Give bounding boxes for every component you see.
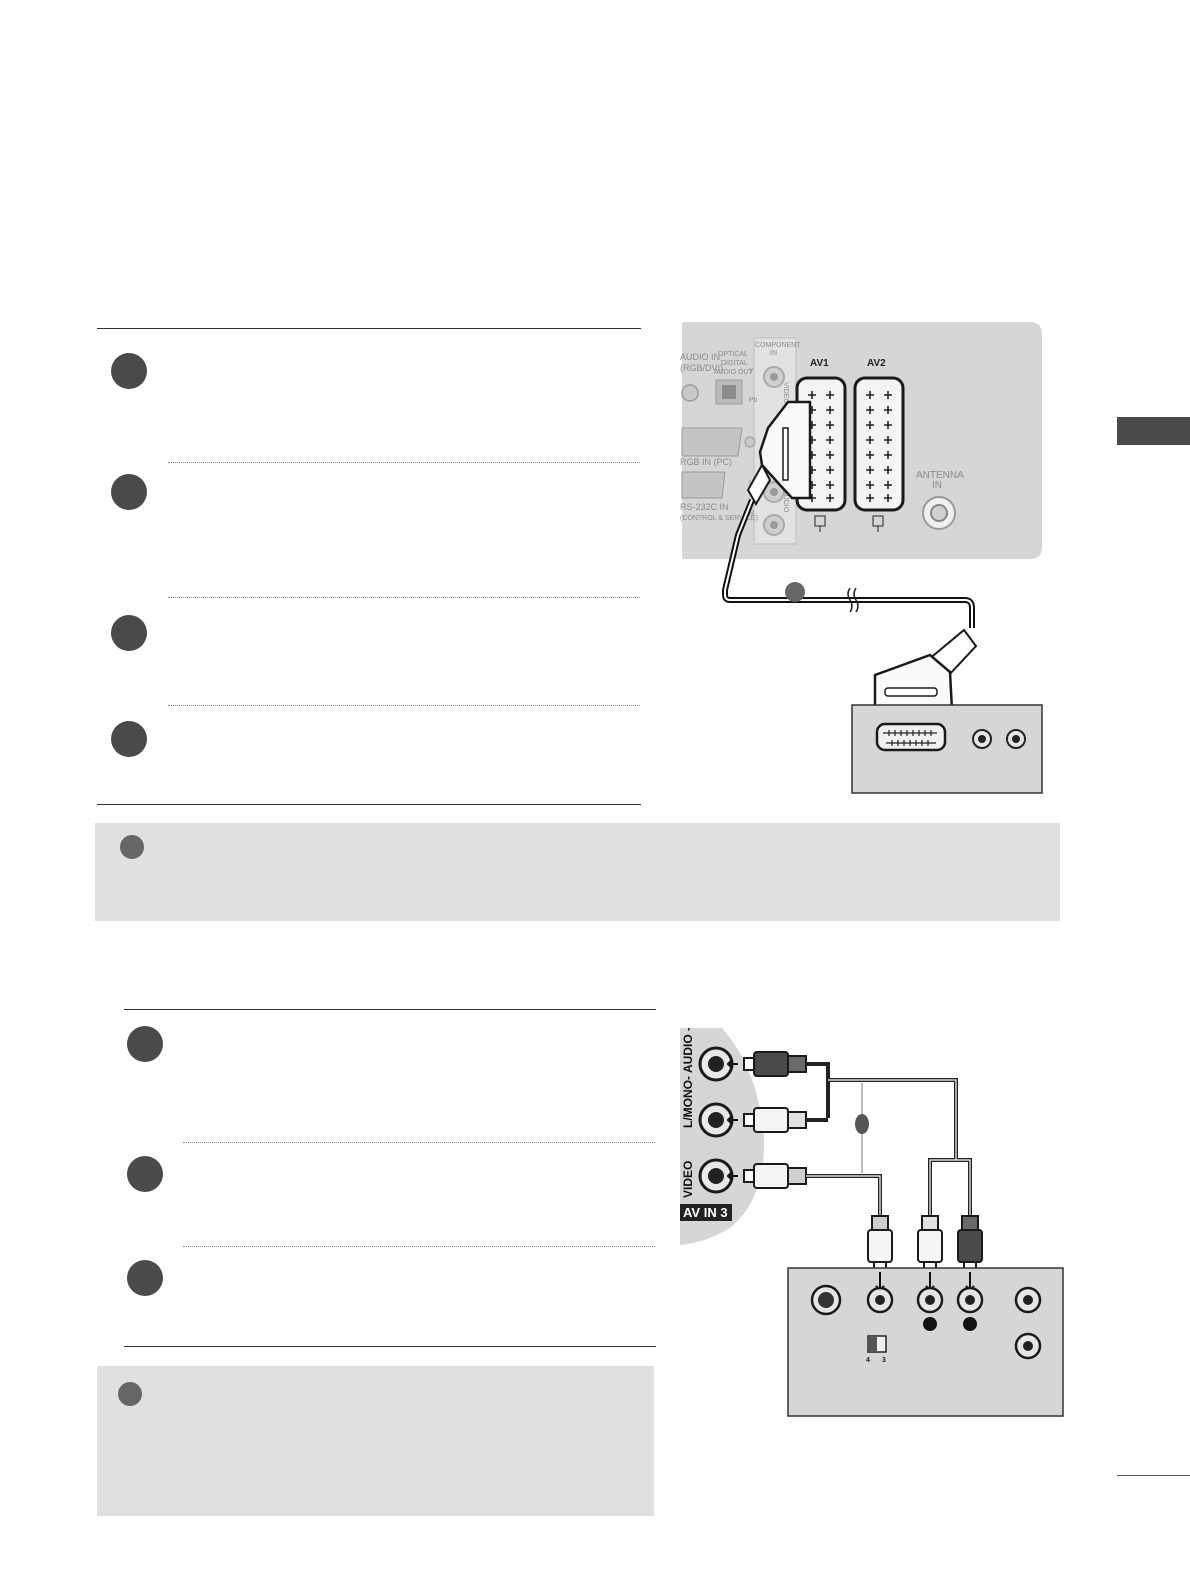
label-audio-in-sub: (RGB/DVI) bbox=[680, 363, 723, 373]
note-icon bbox=[118, 1382, 142, 1406]
section1-bottom-rule bbox=[97, 804, 641, 805]
tv-side-panel bbox=[680, 1028, 765, 1245]
chapter-tab bbox=[1117, 417, 1190, 445]
step-2-marker bbox=[127, 1156, 163, 1192]
label-y: Y bbox=[749, 368, 754, 375]
note-box-1 bbox=[95, 823, 1060, 921]
label-rs232: RS-232C IN bbox=[680, 502, 729, 512]
label-rs232-sub: (CONTROL & SERVICE) bbox=[680, 515, 758, 522]
step-divider bbox=[183, 1246, 655, 1247]
scart-plug-device bbox=[873, 653, 954, 712]
label-component-in: IN bbox=[770, 350, 777, 357]
switch-label-3: 3 bbox=[882, 1357, 886, 1364]
note-box-2 bbox=[97, 1366, 654, 1516]
step-divider bbox=[183, 1142, 655, 1143]
step-3-marker bbox=[127, 1260, 163, 1296]
note-icon bbox=[120, 835, 144, 859]
label-rgb-in: RGB IN (PC) bbox=[680, 457, 732, 467]
section1-top-rule bbox=[97, 328, 641, 329]
label-component: COMPONENT bbox=[755, 342, 801, 349]
av2-scart-socket bbox=[853, 376, 905, 512]
label-video: VIDEO bbox=[681, 1161, 695, 1198]
label-l-mono: L/MONO- bbox=[681, 1076, 695, 1128]
label-antenna: ANTENNA bbox=[916, 470, 964, 481]
av-in3-connection-diagram: L/MONO- AUDIO -R VIDEO AV IN 3 bbox=[680, 1028, 1064, 1417]
label-r: R bbox=[749, 510, 754, 517]
label-antenna-in: IN bbox=[932, 480, 942, 491]
label-optical-2: DIGITAL bbox=[721, 360, 748, 367]
step-1-marker bbox=[111, 353, 147, 389]
label-video: VIDEO bbox=[782, 382, 789, 404]
scart-connection-diagram: AUDIO IN (RGB/DVI) OPTICAL DIGITAL AUDIO… bbox=[680, 322, 1043, 794]
step-1-marker bbox=[127, 1026, 163, 1062]
label-av2: AV2 bbox=[867, 358, 886, 369]
label-audio-in: AUDIO IN bbox=[680, 352, 720, 362]
step-divider bbox=[168, 462, 640, 463]
label-optical-3: AUDIO OUT bbox=[714, 369, 754, 376]
step-3-marker bbox=[111, 615, 147, 651]
step-2-marker bbox=[111, 474, 147, 510]
label-pb: Pb bbox=[749, 397, 758, 404]
section2-bottom-rule bbox=[124, 1346, 656, 1347]
label-optical: OPTICAL bbox=[718, 351, 748, 358]
step-4-marker bbox=[111, 721, 147, 757]
step-divider bbox=[168, 597, 640, 598]
cable-marker-dot bbox=[785, 582, 805, 602]
label-av1: AV1 bbox=[810, 358, 829, 369]
page-number-rule bbox=[1117, 1475, 1190, 1476]
label-av-in-3: AV IN 3 bbox=[683, 1205, 728, 1220]
label-audio-r: AUDIO -R bbox=[681, 1028, 695, 1073]
label-audio: AUDIO bbox=[782, 490, 789, 513]
step-divider bbox=[168, 705, 640, 706]
section2-top-rule bbox=[124, 1009, 656, 1010]
cable-marker-dot bbox=[855, 1114, 869, 1134]
switch-label-4: 4 bbox=[866, 1357, 870, 1364]
